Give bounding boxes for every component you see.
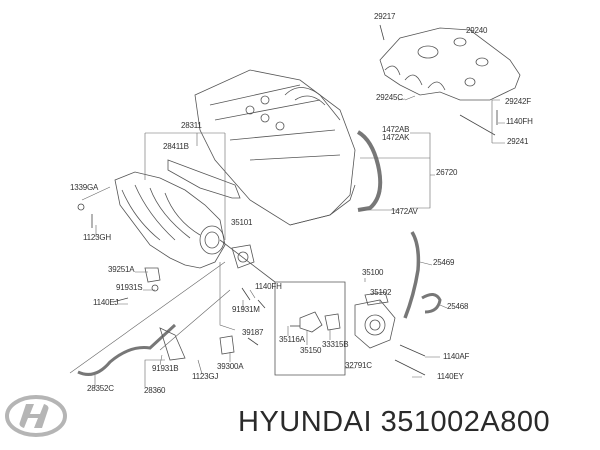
bolts bbox=[77, 24, 498, 376]
callout-1339GA: 1339GA bbox=[70, 183, 99, 192]
part-number: 351002A800 bbox=[380, 406, 551, 438]
callout-29217: 29217 bbox=[374, 12, 396, 21]
callout-1140FH-gasket: 1140FH bbox=[255, 282, 282, 291]
callout-35116A: 35116A bbox=[279, 335, 305, 344]
callout-39251A: 39251A bbox=[108, 265, 135, 274]
hose-26720 bbox=[356, 130, 383, 212]
callout-1140FH-cover: 1140FH bbox=[506, 117, 533, 126]
callout-28411B: 28411B bbox=[163, 142, 189, 151]
callout-91931M: 91931M bbox=[232, 305, 260, 314]
callout-29240: 29240 bbox=[466, 26, 488, 35]
intake-manifold bbox=[114, 171, 226, 269]
callout-33315B: 33315B bbox=[322, 340, 349, 349]
hose-25469 bbox=[403, 231, 421, 319]
callout-25468: 25468 bbox=[447, 302, 469, 311]
manifold-gasket bbox=[167, 159, 241, 199]
callout-28352C: 28352C bbox=[87, 384, 114, 393]
engine-cover bbox=[379, 27, 521, 101]
callout-1472AV: 1472AV bbox=[391, 207, 418, 216]
callout-29241: 29241 bbox=[507, 137, 529, 146]
callout-1123GJ: 1123GJ bbox=[192, 372, 219, 381]
callout-29242F: 29242F bbox=[505, 97, 531, 106]
callout-28311: 28311 bbox=[181, 121, 202, 130]
engine-block bbox=[194, 69, 356, 226]
callout-39187: 39187 bbox=[242, 328, 264, 337]
callout-32791C: 32791C bbox=[345, 361, 372, 370]
callout-35101: 35101 bbox=[231, 218, 253, 227]
hose-25468 bbox=[421, 293, 442, 314]
callout-1472AB: 1472AB bbox=[382, 125, 410, 134]
hyundai-logo-icon bbox=[5, 395, 67, 437]
callout-26720: 26720 bbox=[436, 168, 458, 177]
brand-name: HYUNDAI bbox=[238, 406, 373, 438]
callout-1140EY: 1140EY bbox=[437, 372, 464, 381]
callout-1140EJ: 1140EJ bbox=[93, 298, 119, 307]
callout-91931B: 91931B bbox=[152, 364, 179, 373]
callout-39300A: 39300A bbox=[217, 362, 244, 371]
throttle-body bbox=[354, 299, 396, 349]
callout-35102: 35102 bbox=[370, 288, 392, 297]
callout-35150: 35150 bbox=[300, 346, 322, 355]
callout-28360: 28360 bbox=[144, 386, 166, 395]
hose-28352C bbox=[77, 323, 177, 376]
callout-91931S: 91931S bbox=[116, 283, 143, 292]
throttle-gasket bbox=[231, 244, 255, 269]
callout-29245C: 29245C bbox=[376, 93, 403, 102]
callout-1140AF: 1140AF bbox=[443, 352, 470, 361]
callout-25469: 25469 bbox=[433, 258, 455, 267]
callout-1472AK: 1472AK bbox=[382, 133, 410, 142]
callout-1123GH: 1123GH bbox=[83, 233, 112, 242]
callout-35100: 35100 bbox=[362, 268, 384, 277]
product-title: HYUNDAI 351002A800 bbox=[238, 406, 550, 439]
